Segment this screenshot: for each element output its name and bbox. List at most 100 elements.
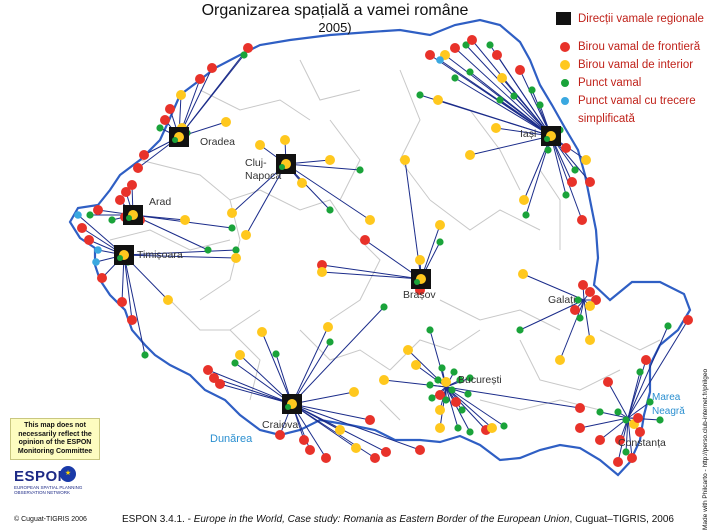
border-office-dot	[381, 447, 391, 457]
border-office-dot	[635, 427, 645, 437]
hub-link	[123, 254, 133, 321]
border-office-dot	[207, 63, 217, 73]
customs-point-dot	[326, 206, 334, 214]
city-label: Iași	[520, 128, 536, 140]
directorate-point-dot	[126, 215, 132, 221]
border-office-dot	[435, 390, 445, 400]
interior-office-dot	[221, 117, 231, 127]
customs-point-dot	[454, 424, 462, 432]
border-office-dot	[121, 187, 131, 197]
county-line	[519, 339, 621, 391]
customs-offices	[74, 35, 693, 467]
city-label: Cluj-	[245, 157, 267, 169]
customs-point-dot	[562, 191, 570, 199]
interior-office-dot	[497, 73, 507, 83]
border-office-dot	[77, 223, 87, 233]
border-office-dot	[133, 163, 143, 173]
customs-point-dot	[571, 166, 579, 174]
hub-link	[627, 371, 641, 419]
customs-point-dot	[448, 386, 456, 394]
county-line	[599, 329, 661, 351]
blue-dot-icon	[560, 96, 570, 110]
hub-link	[219, 383, 293, 405]
customs-point-dot	[528, 86, 536, 94]
interior-office-dot	[585, 335, 595, 345]
interior-office-dot	[435, 220, 445, 230]
hub-link	[627, 325, 669, 419]
hub-link	[496, 54, 552, 137]
simplified-point-dot	[436, 56, 444, 64]
interior-office-dot	[400, 155, 410, 165]
customs-point-dot	[614, 408, 622, 416]
hub-link	[321, 264, 422, 280]
customs-point-dot	[596, 408, 604, 416]
directorate-point-dot	[285, 404, 291, 410]
border-office-dot	[317, 260, 327, 270]
hub-link	[445, 386, 493, 429]
hub-link	[445, 386, 459, 429]
border-office-dot	[84, 235, 94, 245]
county-line	[299, 329, 391, 371]
county-line	[379, 399, 401, 421]
border-office-dot	[139, 150, 149, 160]
copyright: © Cuguat-TIGRIS 2006	[14, 516, 87, 523]
border-office-dot	[117, 297, 127, 307]
border-office-dot	[370, 453, 380, 463]
border-office-dot	[97, 273, 107, 283]
interior-office-dot	[231, 253, 241, 263]
border-office-dot	[515, 65, 525, 75]
customs-point-dot	[522, 211, 530, 219]
customs-point-dot	[156, 124, 164, 132]
hub-link	[522, 273, 585, 301]
customs-point-dot	[141, 351, 149, 359]
directorate-point-dot	[172, 137, 178, 143]
city-label: Constanța	[618, 437, 666, 449]
border-office-dot	[595, 435, 605, 445]
county-line	[259, 189, 351, 231]
interior-office-dot	[585, 301, 595, 311]
customs-point-dot	[380, 303, 388, 311]
hub-link	[607, 381, 629, 419]
customs-point-dot	[442, 396, 450, 404]
hub-link	[178, 54, 245, 138]
hub-link	[454, 47, 552, 137]
interior-office-dot	[365, 215, 375, 225]
source-line: ESPON 3.4.1. - Europe in the World, Case…	[122, 514, 674, 525]
customs-point-dot	[646, 398, 654, 406]
hub-link	[445, 386, 487, 431]
interior-office-dot	[323, 322, 333, 332]
border-office-dot	[570, 305, 580, 315]
border-office-dot	[683, 315, 693, 325]
customs-point-dot	[86, 211, 94, 219]
black-square-icon	[556, 12, 572, 30]
hub-link	[291, 326, 329, 405]
border-office-dot	[575, 403, 585, 413]
hub-link	[285, 163, 361, 171]
map-title: Organizarea spațială a vamei române	[201, 2, 469, 19]
interior-office-dot	[349, 387, 359, 397]
border-office-dot	[127, 315, 137, 325]
hub-link	[291, 341, 331, 405]
directorate-point-dot	[279, 164, 285, 170]
customs-point-dot	[232, 246, 240, 254]
interior-office-dot	[163, 295, 173, 305]
border-office-dot	[365, 415, 375, 425]
border-office-dot	[195, 74, 205, 84]
border-office-dot	[613, 457, 623, 467]
county-line	[109, 229, 231, 251]
hub-link	[627, 417, 633, 459]
customs-point-dot	[450, 368, 458, 376]
interior-office-dot	[491, 123, 501, 133]
city-label: București	[458, 374, 502, 386]
interior-office-dot	[487, 423, 497, 433]
hub-link	[132, 214, 209, 251]
border-office-dot	[275, 430, 285, 440]
border-office-dot	[451, 397, 461, 407]
interior-office-dot	[518, 269, 528, 279]
border-office-dot	[127, 180, 137, 190]
espon-logo: ESPON ★ EUROPEAN SPATIAL PLANNING OBSERV…	[14, 466, 82, 495]
city-label: Oradea	[200, 136, 235, 148]
interior-office-dot	[581, 155, 591, 165]
hub-link	[579, 417, 629, 429]
customs-point-dot	[326, 338, 334, 346]
